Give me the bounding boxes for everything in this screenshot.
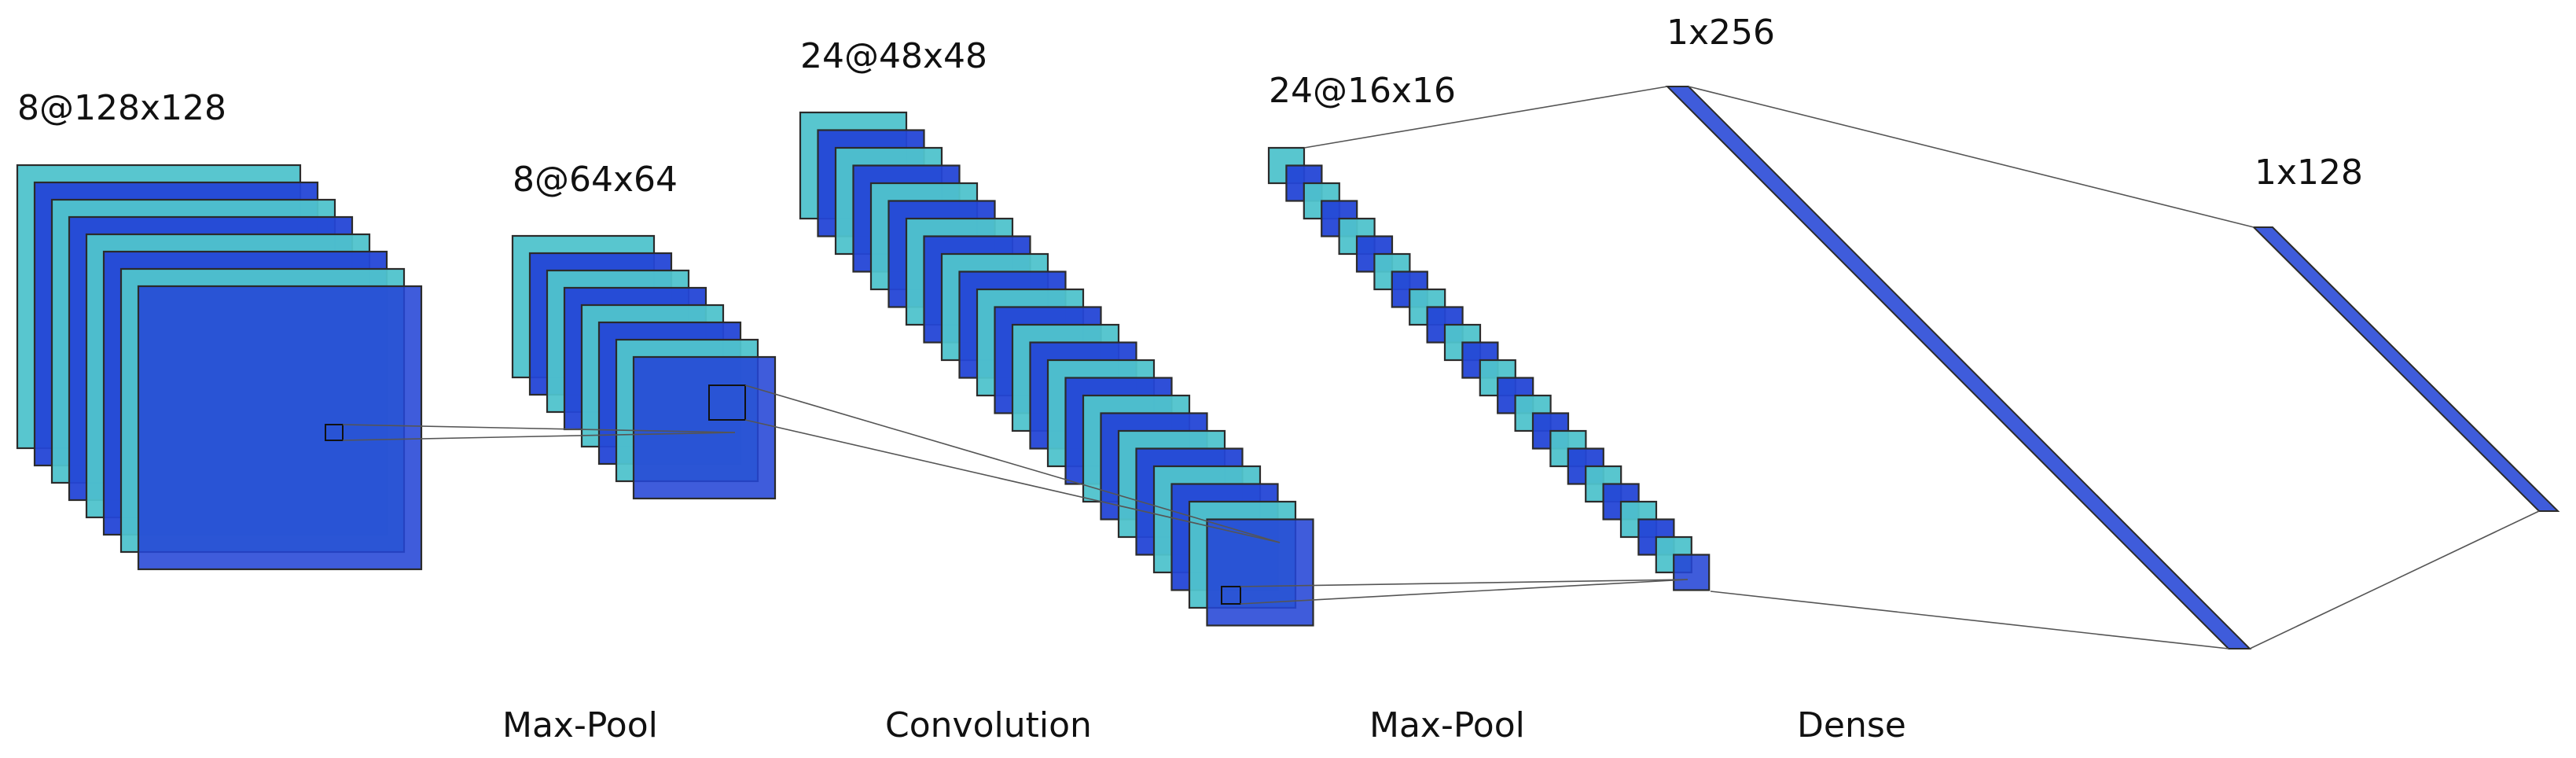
operation-label: Convolution bbox=[885, 705, 1092, 745]
connector-line bbox=[744, 385, 1281, 543]
layer-label: 24@48x48 bbox=[800, 36, 987, 76]
dense-layer-128-bar bbox=[2251, 226, 2560, 512]
layer-label: 1x256 bbox=[1666, 13, 1775, 53]
connector-line bbox=[1240, 579, 1689, 587]
layer-label: 24@16x16 bbox=[1269, 71, 1456, 111]
connector-line bbox=[342, 424, 736, 433]
layer-label: 8@128x128 bbox=[17, 88, 226, 128]
operation-label: Dense bbox=[1797, 705, 1906, 745]
connector-lines bbox=[325, 86, 2540, 649]
connector-line bbox=[1240, 579, 1689, 605]
receptive-field-box bbox=[1221, 586, 1241, 605]
dense-layers bbox=[1665, 86, 2560, 649]
layer1-feature-maps bbox=[16, 164, 423, 571]
layer-label: 8@64x64 bbox=[513, 160, 678, 200]
receptive-field-box bbox=[708, 385, 746, 421]
feature-map bbox=[1206, 518, 1314, 627]
operation-label: Max-Pool bbox=[1369, 705, 1525, 745]
connector-line bbox=[744, 419, 1281, 543]
connector-line bbox=[1710, 591, 2229, 649]
layer4-feature-maps bbox=[1267, 146, 1711, 591]
feature-map bbox=[137, 285, 423, 571]
layer-label: 1x128 bbox=[2254, 153, 2363, 193]
connector-line bbox=[1688, 86, 2254, 228]
receptive-field-box bbox=[325, 424, 344, 441]
connector-line bbox=[1303, 86, 1668, 149]
operation-label: Max-Pool bbox=[502, 705, 658, 745]
connector-line bbox=[342, 432, 736, 441]
layer3-feature-maps bbox=[799, 111, 1314, 627]
connector-line bbox=[2249, 510, 2540, 649]
dense-layer-256-bar bbox=[1665, 86, 2252, 649]
feature-map bbox=[1673, 554, 1711, 591]
feature-map bbox=[632, 355, 777, 500]
labels: 8@128x128 8@64x64 24@48x48 24@16x16 1x25… bbox=[17, 13, 2363, 745]
layer2-feature-maps bbox=[511, 234, 777, 500]
